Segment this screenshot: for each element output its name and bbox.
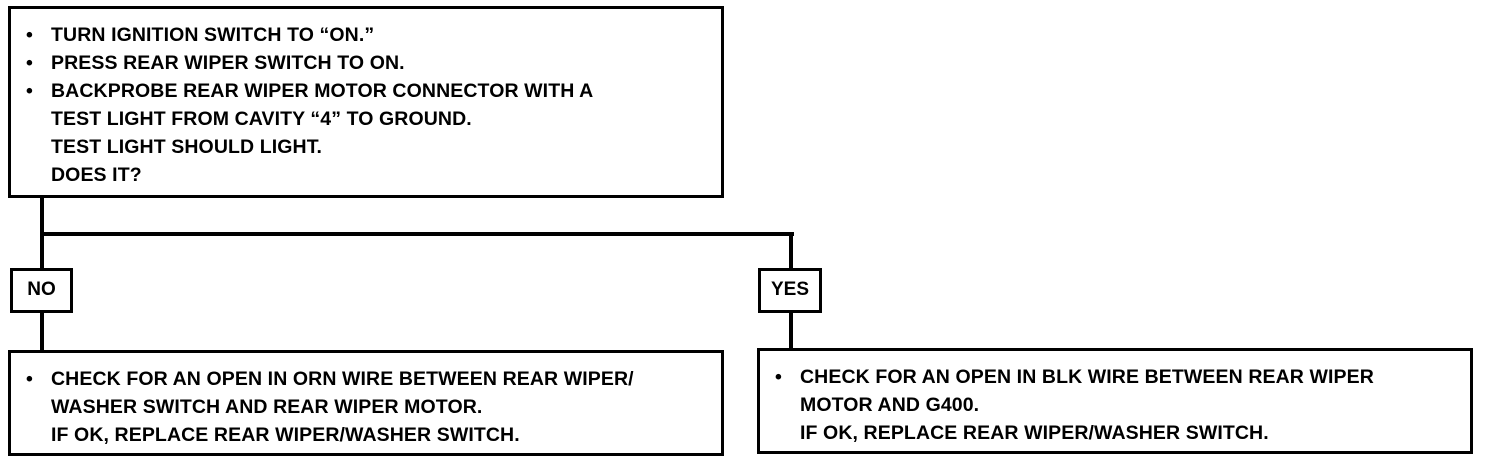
connector-yes-to-result bbox=[789, 313, 793, 349]
bullet: • bbox=[26, 80, 33, 102]
question-box: • TURN IGNITION SWITCH TO “ON.” • PRESS … bbox=[8, 6, 724, 198]
bullet: • bbox=[26, 368, 33, 390]
question-text-line: PRESS REAR WIPER SWITCH TO ON. bbox=[51, 52, 405, 74]
no-label: NO bbox=[27, 279, 56, 300]
connector-horizontal bbox=[40, 232, 794, 236]
bullet: • bbox=[26, 52, 33, 74]
question-text-line: DOES IT? bbox=[51, 164, 142, 186]
no-result-box: • CHECK FOR AN OPEN IN ORN WIRE BETWEEN … bbox=[8, 350, 724, 456]
yes-result-text: MOTOR AND G400. bbox=[800, 394, 980, 416]
no-label-box: NO bbox=[10, 268, 73, 313]
yes-result-text: IF OK, REPLACE REAR WIPER/WASHER SWITCH. bbox=[800, 422, 1269, 444]
question-text-line: TEST LIGHT SHOULD LIGHT. bbox=[51, 136, 323, 158]
bullet: • bbox=[775, 366, 782, 388]
yes-label: YES bbox=[770, 279, 810, 300]
no-result-text: IF OK, REPLACE REAR WIPER/WASHER SWITCH. bbox=[51, 424, 520, 446]
yes-result-box: • CHECK FOR AN OPEN IN BLK WIRE BETWEEN … bbox=[757, 348, 1473, 454]
connector-down-to-yes bbox=[789, 232, 793, 268]
connector-down-from-question bbox=[40, 198, 44, 236]
yes-label-box: YES bbox=[758, 268, 822, 313]
yes-result-text: CHECK FOR AN OPEN IN BLK WIRE BETWEEN RE… bbox=[800, 366, 1374, 388]
connector-down-to-no bbox=[40, 232, 44, 268]
bullet: • bbox=[26, 24, 33, 46]
question-text-line: TEST LIGHT FROM CAVITY “4” TO GROUND. bbox=[51, 108, 472, 130]
no-result-text: CHECK FOR AN OPEN IN ORN WIRE BETWEEN RE… bbox=[51, 368, 634, 390]
no-result-text: WASHER SWITCH AND REAR WIPER MOTOR. bbox=[51, 396, 483, 418]
connector-no-to-result bbox=[40, 313, 44, 351]
question-text-line: BACKPROBE REAR WIPER MOTOR CONNECTOR WIT… bbox=[51, 80, 594, 102]
question-text-line: TURN IGNITION SWITCH TO “ON.” bbox=[51, 24, 375, 46]
